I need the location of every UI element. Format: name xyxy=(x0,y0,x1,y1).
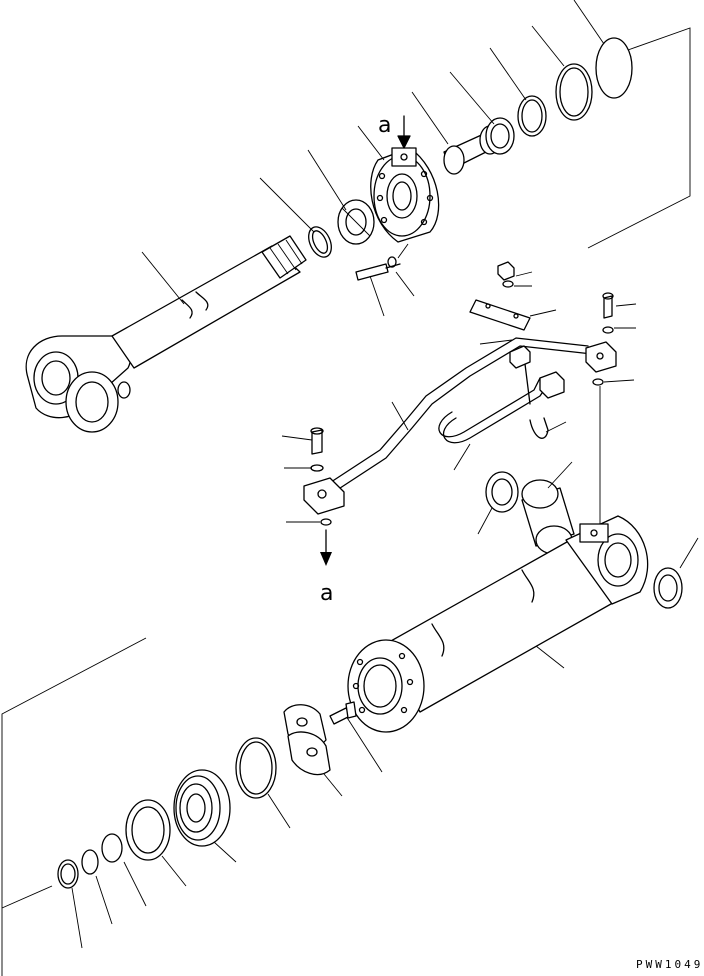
rod-bushing xyxy=(337,199,375,245)
head-bolt xyxy=(355,243,409,281)
hydraulic-piping xyxy=(303,261,617,526)
rod-seals xyxy=(443,37,633,175)
assembly-bracket-bottom xyxy=(1,637,147,976)
drawing-code: PWW1049 xyxy=(636,958,703,971)
cylinder-tube xyxy=(381,515,683,713)
leader-lines-bottom xyxy=(71,793,291,949)
leader-lines-top xyxy=(141,0,605,317)
cylinder-head xyxy=(370,147,440,243)
leader-lines-piping xyxy=(281,271,637,536)
leader-lines-tube xyxy=(323,461,699,797)
snap-ring xyxy=(308,226,332,258)
view-marker-bottom: a xyxy=(320,581,333,606)
wear-ring xyxy=(235,737,277,799)
view-marker-top: a xyxy=(378,113,391,138)
piston-rod xyxy=(25,235,307,433)
piston-nut-bolt xyxy=(329,701,357,725)
cylinder-bushings xyxy=(485,471,575,555)
assembly-bracket-top xyxy=(587,27,691,249)
piston-seal xyxy=(125,799,171,861)
piston xyxy=(173,769,231,847)
o-ring-set xyxy=(57,833,123,889)
cylinder-flange xyxy=(347,639,425,733)
piston-split-collar xyxy=(283,704,331,776)
